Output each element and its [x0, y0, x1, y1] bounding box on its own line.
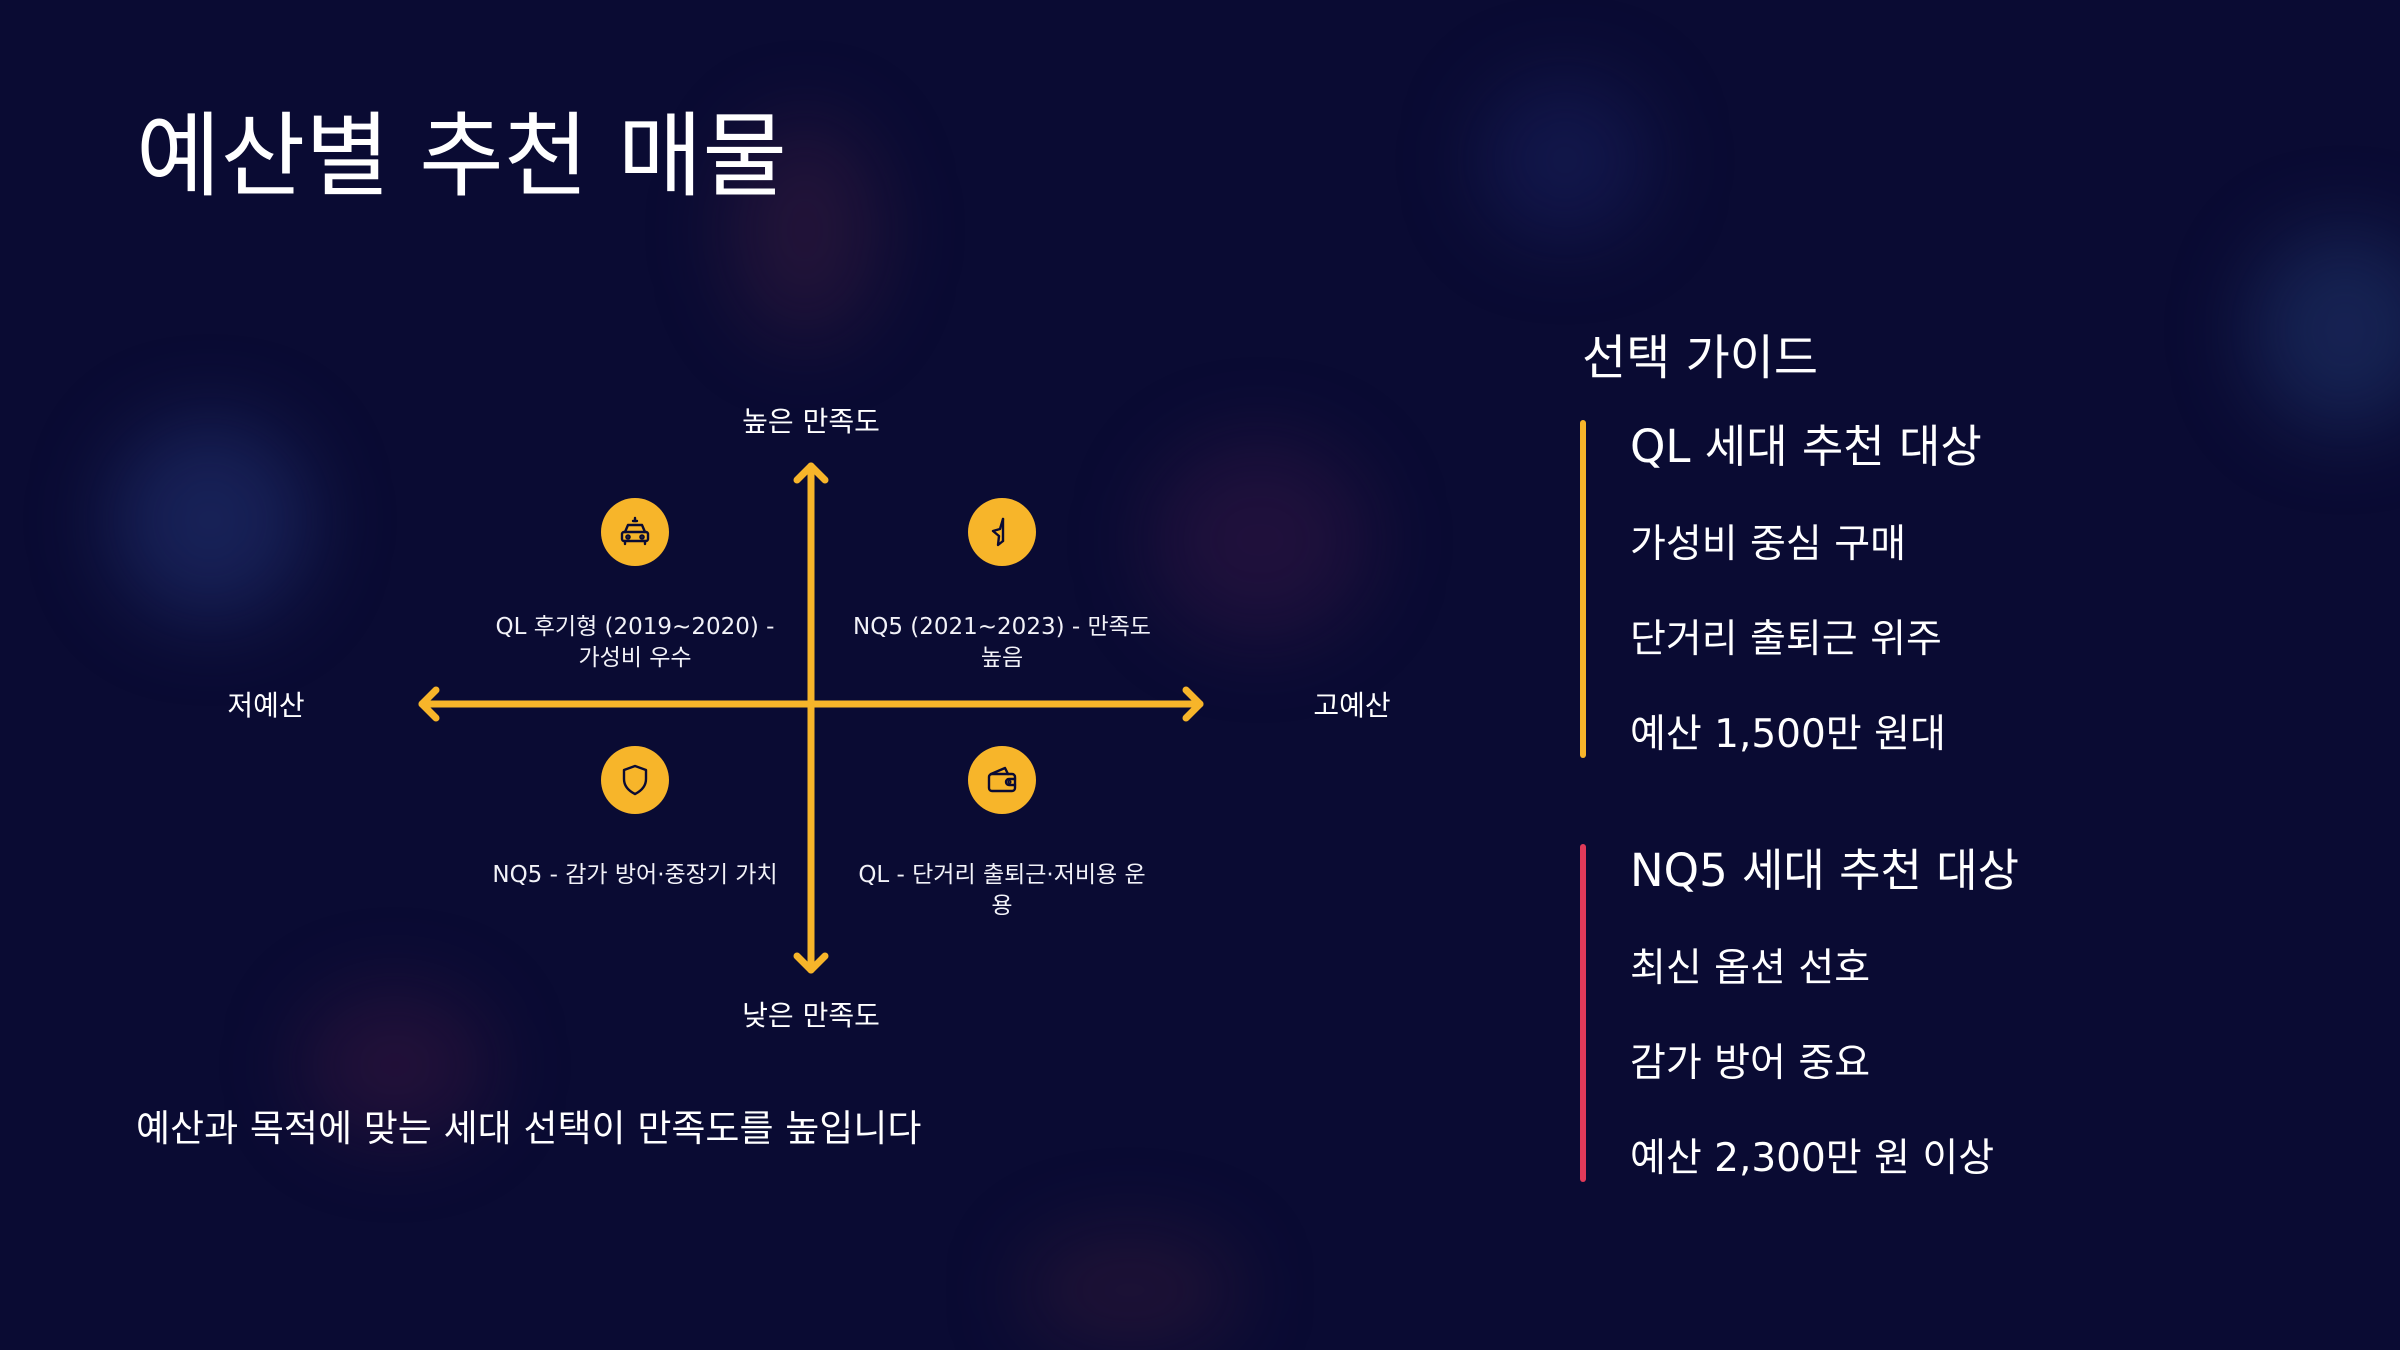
- guide-item: 가성비 중심 구매: [1630, 522, 1906, 567]
- background-glow: [2250, 230, 2400, 430]
- axis-label-bottom: 낮은 만족도: [742, 999, 880, 1032]
- arrow-right: [1182, 686, 1204, 722]
- guide-item: 단거리 출퇴근 위주: [1630, 616, 1942, 662]
- quadrant-label: NQ5 - 감가 방어·중장기 가치: [492, 862, 778, 888]
- page-title: 예산별 추천 매물: [136, 103, 787, 210]
- guide-item: 예산 1,500만 원대: [1630, 711, 1946, 757]
- background-glow: [1020, 1230, 1240, 1350]
- guide-group-ql: QL 세대 추천 대상 가성비 중심 구매 단거리 출퇴근 위주 예산 1,50…: [1580, 420, 2330, 759]
- quadrant-top-left: QL 후기형 (2019~2020) - 가성비 우수: [485, 498, 785, 674]
- background-glow: [300, 990, 490, 1140]
- shield-icon: [601, 746, 669, 814]
- guide-title: 선택 가이드: [1582, 330, 1819, 386]
- arrow-down: [793, 952, 829, 974]
- wallet-icon: [968, 746, 1036, 814]
- guide-group-title: QL 세대 추천 대상: [1630, 420, 1982, 473]
- star-icon: [968, 498, 1036, 566]
- quadrant-label: NQ5 (2021~2023) - 만족도 높음: [853, 614, 1151, 672]
- guide-group-nq5: NQ5 세대 추천 대상 최신 옵션 선호 감가 방어 중요 예산 2,300만…: [1580, 844, 2330, 1183]
- axis-label-right: 고예산: [1313, 689, 1391, 722]
- quadrant-diagram: 높은 만족도 낮은 만족도 저예산 고예산 QL 후기형 (2019~2020)…: [0, 0, 1450, 1100]
- arrow-left: [418, 686, 440, 722]
- guide-item: 최신 옵션 선호: [1630, 946, 1871, 991]
- axis-label-left: 저예산: [227, 689, 305, 722]
- background-glow: [1480, 80, 1650, 240]
- conclusion-text: 예산과 목적에 맞는 세대 선택이 만족도를 높입니다: [136, 1107, 922, 1150]
- background-glow: [730, 120, 880, 340]
- guide-item: 예산 2,300만 원 이상: [1630, 1135, 1995, 1181]
- quadrant-top-right: NQ5 (2021~2023) - 만족도 높음: [852, 498, 1152, 674]
- background-glow: [1150, 440, 1370, 640]
- quadrant-label: QL - 단거리 출퇴근·저비용 운용: [858, 862, 1146, 920]
- guide-group-title: NQ5 세대 추천 대상: [1630, 844, 2020, 897]
- guide-item: 감가 방어 중요: [1630, 1040, 1871, 1086]
- quadrant-label: QL 후기형 (2019~2020) - 가성비 우수: [495, 614, 775, 672]
- quadrant-bottom-left: NQ5 - 감가 방어·중장기 가치: [485, 746, 785, 891]
- axis-lines: [418, 462, 1204, 974]
- arrow-up: [793, 462, 829, 484]
- background-glow: [110, 420, 310, 620]
- quadrant-bottom-right: QL - 단거리 출퇴근·저비용 운용: [852, 746, 1152, 922]
- axis-label-top: 높은 만족도: [742, 405, 880, 438]
- taxi-icon: [601, 498, 669, 566]
